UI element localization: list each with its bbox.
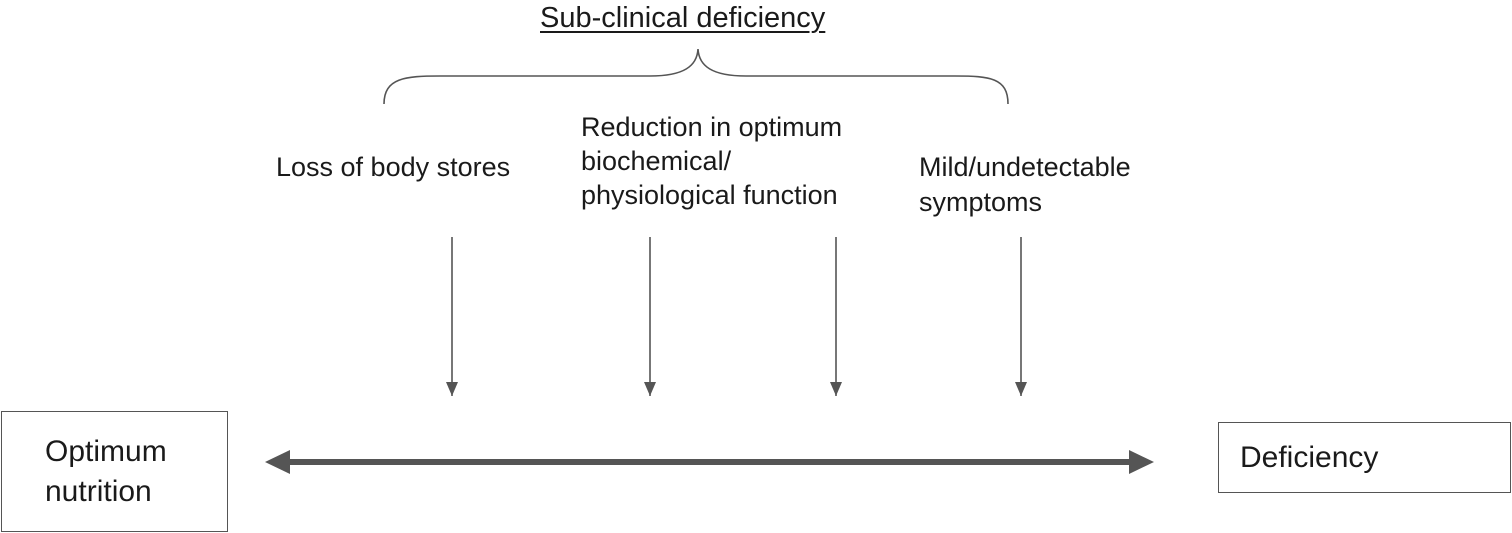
down-arrow-1-head (446, 382, 458, 396)
down-arrow-4-head (1015, 382, 1027, 396)
stage-label-loss-of-body-stores: Loss of body stores (276, 152, 511, 182)
stage-label-mild-symptoms: Mild/undetectable symptoms (919, 152, 1131, 217)
down-arrow-3-head (830, 382, 842, 396)
continuum-arrow-left-head (265, 450, 290, 474)
optimum-nutrition-label: Optimum nutrition (45, 435, 167, 508)
sub-clinical-deficiency-title: Sub-clinical deficiency (540, 2, 826, 34)
continuum-arrow-right-head (1129, 450, 1154, 474)
stage-label-reduction-in-function: Reduction in optimum biochemical/ physio… (581, 112, 843, 210)
deficiency-label: Deficiency (1240, 441, 1379, 474)
deficiency-box: Deficiency (1218, 422, 1511, 493)
sub-clinical-brace (383, 48, 1009, 105)
down-arrow-2-head (644, 382, 656, 396)
optimum-nutrition-box: Optimum nutrition (1, 411, 228, 532)
